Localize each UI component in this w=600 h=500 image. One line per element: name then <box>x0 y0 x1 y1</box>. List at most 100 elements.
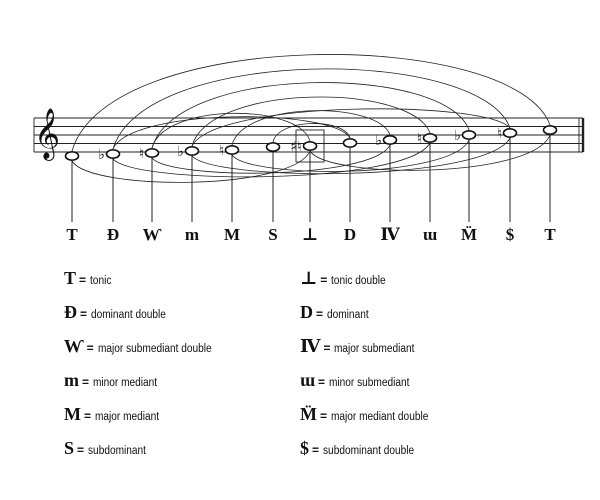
legend-equals: = <box>320 273 328 287</box>
connecting-arc <box>151 112 311 149</box>
legend-item: ɯ=minor submediant <box>300 370 420 391</box>
legend-item: S=subdominant <box>64 438 154 459</box>
note-head <box>461 130 477 141</box>
note-symbol: M <box>224 225 240 244</box>
legend-symbol: M <box>64 404 81 424</box>
note-head <box>224 145 240 156</box>
note-symbol: Ⅳ <box>380 225 400 244</box>
accidental: ♮ <box>219 143 224 159</box>
legend-item: M=major mediant <box>64 404 168 425</box>
legend-equals: = <box>312 443 320 457</box>
legend-item: T=tonic <box>64 268 114 289</box>
legend-symbol: D <box>300 302 313 322</box>
note-symbol: D <box>344 225 356 244</box>
legend-description: major submediant double <box>97 343 212 355</box>
note-head <box>144 148 160 159</box>
legend-symbol: ɯ <box>300 370 315 390</box>
accidental: ♭ <box>98 147 105 163</box>
note-symbol: Ⱳ <box>143 225 162 244</box>
note-symbol: T <box>66 225 78 244</box>
accidental: ♭ <box>177 144 184 160</box>
accidental: ♮ <box>497 126 502 142</box>
legend-description: dominant double <box>91 309 166 321</box>
legend-description: subdominant <box>88 445 146 457</box>
legend-equals: = <box>323 341 331 355</box>
legend-item: M̈=major mediant double <box>300 404 442 425</box>
legend-symbol: T <box>64 268 77 288</box>
connecting-arc <box>151 82 470 149</box>
legend-symbol: Ⱳ <box>64 336 84 356</box>
legend-description: tonic double <box>331 275 386 287</box>
note-symbol: S <box>268 225 277 244</box>
legend-equals: = <box>320 409 328 423</box>
legend-description: major mediant <box>95 411 160 423</box>
note-head <box>342 138 358 149</box>
music-staff <box>33 117 585 153</box>
legend-symbol: Ⅳ <box>300 336 321 356</box>
legend-description: tonic <box>90 275 112 287</box>
legend-symbol: Ɖ <box>64 302 77 322</box>
accidental: ♮ <box>417 131 422 147</box>
note-symbol: Ɖ <box>107 225 119 244</box>
legend-description: minor mediant <box>93 377 158 389</box>
notes: ♭ ♮ ♭ ♮ ♯♮ ♭ ♮ ♭ ♮ <box>64 125 558 163</box>
legend-equals: = <box>316 307 324 321</box>
legend-equals: = <box>82 375 90 389</box>
legend-item: D=dominant <box>300 302 374 323</box>
legend-item: ⊥=tonic double <box>300 268 393 289</box>
accidental: ♭ <box>375 133 382 149</box>
note-head <box>422 133 438 144</box>
note-symbol: T <box>544 225 556 244</box>
note-head <box>542 125 558 136</box>
legend-equals: = <box>86 341 94 355</box>
note-head <box>502 128 518 139</box>
legend-item: Ⱳ=major submediant double <box>64 336 227 357</box>
legend-description: major mediant double <box>331 411 429 423</box>
legend-description: dominant <box>327 309 369 321</box>
legend-description: major submediant <box>334 343 415 355</box>
legend-symbol: S <box>64 438 75 458</box>
note-symbol: ⊥ <box>302 225 318 244</box>
note-symbol: ɯ <box>423 225 437 244</box>
legend-symbol: $ <box>300 438 309 458</box>
connecting-arc <box>191 137 511 175</box>
note-head <box>382 135 398 146</box>
note-head <box>302 141 318 152</box>
legend-symbol: M̈ <box>300 404 317 424</box>
connecting-arc <box>191 96 431 147</box>
legend-equals: = <box>318 375 326 389</box>
legend-description: subdominant double <box>323 445 415 457</box>
note-symbol: m <box>185 225 199 244</box>
legend-equals: = <box>84 409 92 423</box>
connecting-arc <box>112 142 431 178</box>
legend-item: $=subdominant double <box>300 438 427 459</box>
legend-symbol: m <box>64 370 79 390</box>
note-head <box>184 146 200 157</box>
note-symbol: M̈ <box>461 225 477 244</box>
connecting-arc <box>151 144 391 174</box>
accidental: ♯♮ <box>290 139 302 155</box>
legend-symbol: ⊥ <box>300 268 318 288</box>
note-head <box>105 149 121 160</box>
legend-item: Ⅳ=major submediant <box>300 336 426 357</box>
note-symbol: $ <box>506 225 515 244</box>
legend-equals: = <box>79 273 87 287</box>
legend-description: minor submediant <box>329 377 410 389</box>
connecting-arc <box>71 150 311 183</box>
note-head <box>64 151 80 162</box>
connecting-arc <box>112 68 511 150</box>
connecting-arc <box>231 110 391 146</box>
legend-equals: = <box>77 443 85 457</box>
treble-clef-icon: 𝄞 <box>34 108 60 161</box>
legend-item: Ɖ=dominant double <box>64 302 176 323</box>
accidental: ♭ <box>454 128 461 144</box>
legend-equals: = <box>80 307 88 321</box>
legend-item: m=minor mediant <box>64 370 166 391</box>
note-stems <box>71 134 551 222</box>
note-head <box>265 142 281 153</box>
accidental: ♮ <box>139 146 144 162</box>
connecting-arc <box>191 108 511 147</box>
